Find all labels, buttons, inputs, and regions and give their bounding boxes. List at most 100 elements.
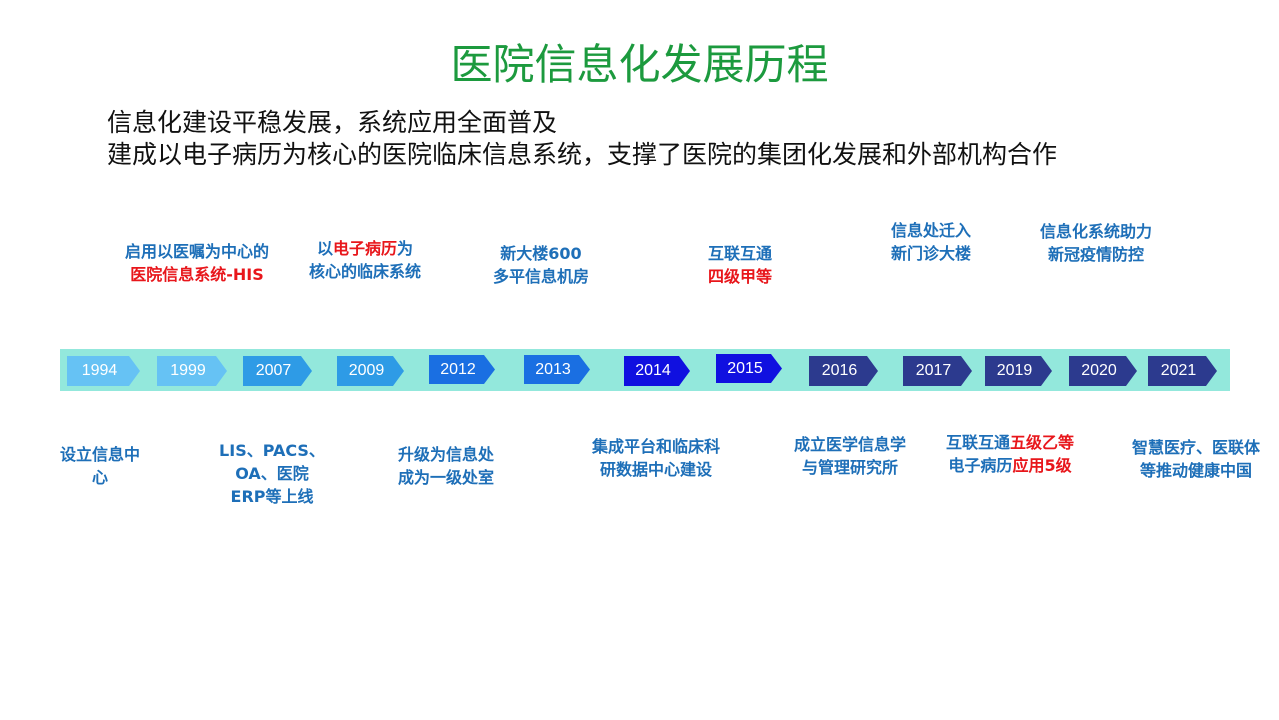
milestone-text: 研数据中心建设 <box>599 460 713 479</box>
year-chevron-2017: 2017 <box>903 356 972 386</box>
milestone-2016: 成立医学信息学 与管理研究所 <box>794 433 906 479</box>
milestone-line: 以电子病历为 <box>309 237 421 260</box>
year-chevron-1999: 1999 <box>157 356 227 386</box>
milestone-text: 为 <box>397 239 414 258</box>
milestone-text: 成立医学信息学 <box>793 435 907 454</box>
milestone-line: 与管理研究所 <box>794 456 906 479</box>
milestone-line: 等推动健康中国 <box>1132 459 1260 482</box>
milestone-line: 智慧医疗、医联体 <box>1132 436 1260 459</box>
year-label: 2020 <box>1081 362 1117 379</box>
year-chevron-2012: 2012 <box>429 355 495 384</box>
milestone-text: 设立信息中 <box>59 445 141 464</box>
milestone-line: 新冠疫情防控 <box>1040 243 1152 266</box>
milestone-text: 新门诊大楼 <box>890 244 972 263</box>
milestone-text: 多平信息机房 <box>492 267 590 286</box>
milestone-line: 升级为信息处 <box>398 443 494 466</box>
milestone-2019: 互联互通五级乙等 电子病历应用5级 <box>946 431 1074 477</box>
year-chevron-2021: 2021 <box>1148 356 1217 386</box>
subtitle-line: 建成以电子病历为核心的医院临床信息系统，支撑了医院的集团化发展和外部机构合作 <box>107 140 1058 169</box>
milestone-line: 多平信息机房 <box>493 265 589 288</box>
year-label: 1994 <box>81 362 118 379</box>
year-chevron-2019: 2019 <box>985 356 1052 386</box>
milestone-text: 核心的临床系统 <box>308 262 422 281</box>
milestone-line: 核心的临床系统 <box>309 260 421 283</box>
year-label: 2007 <box>255 362 292 379</box>
milestone-highlight-text: 电子病历 <box>332 239 398 258</box>
milestone-text: LIS、PACS、 <box>219 441 325 460</box>
year-label: 2019 <box>996 362 1033 379</box>
milestone-text: 新大楼600 <box>500 244 582 263</box>
milestone-line: 四级甲等 <box>708 265 772 288</box>
year-chevron-2020: 2020 <box>1069 356 1137 386</box>
milestone-2007: LIS、PACS、 OA、医院 ERP等上线 <box>219 439 325 508</box>
milestone-line: 信息处迁入 <box>891 219 971 242</box>
slide-subtitle: 信息化建设平稳发展，系统应用全面普及 建成以电子病历为核心的医院临床信息系统，支… <box>107 107 1057 171</box>
milestone-2009: 以电子病历为 核心的临床系统 <box>309 237 421 283</box>
milestone-line: 成立医学信息学 <box>794 433 906 456</box>
year-label: 2014 <box>635 362 671 379</box>
milestone-highlight-text: 四级甲等 <box>707 267 773 286</box>
milestone-line: 新大楼600 <box>493 242 589 265</box>
milestone-1994: 设立信息中 心 <box>60 443 140 489</box>
milestone-text: 电子病历 <box>948 456 1013 475</box>
milestone-2020: 信息化系统助力 新冠疫情防控 <box>1040 220 1152 266</box>
milestone-line: 启用以医嘱为中心的 <box>125 240 269 263</box>
milestone-highlight-text: 应用5级 <box>1012 456 1072 475</box>
milestone-line: 互联互通五级乙等 <box>946 431 1074 454</box>
milestone-text: 以 <box>316 239 333 258</box>
milestone-text: 等推动健康中国 <box>1139 461 1253 480</box>
milestone-text: 信息化系统助力 <box>1039 222 1153 241</box>
milestone-2015: 互联互通 四级甲等 <box>708 242 772 288</box>
year-chevron-2009: 2009 <box>337 356 404 386</box>
year-label: 2017 <box>915 362 952 379</box>
milestone-line: 新门诊大楼 <box>891 242 971 265</box>
year-chevron-2015: 2015 <box>716 354 782 383</box>
milestone-text: 升级为信息处 <box>397 445 495 464</box>
year-chevron-2014: 2014 <box>624 356 690 386</box>
milestone-1999: 启用以医嘱为中心的 医院信息系统-HIS <box>125 240 269 286</box>
milestone-line: 集成平台和临床科 <box>592 435 720 458</box>
year-chevron-2013: 2013 <box>524 355 590 384</box>
milestone-line: LIS、PACS、 <box>219 439 325 462</box>
milestone-line: 互联互通 <box>708 242 772 265</box>
milestone-highlight-text: 五级乙等 <box>1010 433 1075 452</box>
milestone-text: 启用以医嘱为中心的 <box>124 242 270 261</box>
milestone-line: 心 <box>60 466 140 489</box>
milestone-2014: 集成平台和临床科 研数据中心建设 <box>592 435 720 481</box>
milestone-line: OA、医院 <box>219 462 325 485</box>
year-label: 2013 <box>535 360 571 378</box>
year-label: 2009 <box>348 362 385 379</box>
year-label: 1999 <box>170 362 206 379</box>
milestone-text: 互联互通 <box>707 244 773 263</box>
milestone-line: ERP等上线 <box>219 485 325 508</box>
year-label: 2016 <box>821 362 858 379</box>
milestone-line: 研数据中心建设 <box>592 458 720 481</box>
year-chevron-1994: 1994 <box>67 356 140 386</box>
milestone-2013: 新大楼600 多平信息机房 <box>493 242 589 288</box>
subtitle-line: 信息化建设平稳发展，系统应用全面普及 <box>107 108 558 137</box>
milestone-text: 互联互通 <box>945 433 1010 452</box>
milestone-line: 电子病历应用5级 <box>946 454 1074 477</box>
milestone-text: 智慧医疗、医联体 <box>1131 438 1261 457</box>
year-label: 2012 <box>440 360 476 378</box>
milestone-line: 医院信息系统-HIS <box>125 263 269 286</box>
milestone-2017: 信息处迁入 新门诊大楼 <box>891 219 971 265</box>
milestone-text: OA、医院 <box>235 464 309 483</box>
milestone-line: 成为一级处室 <box>398 466 494 489</box>
milestone-2021: 智慧医疗、医联体 等推动健康中国 <box>1132 436 1260 482</box>
year-chevron-2016: 2016 <box>809 356 878 386</box>
milestone-line: 设立信息中 <box>60 443 140 466</box>
milestone-line: 信息化系统助力 <box>1040 220 1152 243</box>
milestone-2012: 升级为信息处 成为一级处室 <box>398 443 494 489</box>
milestone-text: 信息处迁入 <box>890 221 972 240</box>
milestone-text: 心 <box>91 468 109 487</box>
milestone-text: 新冠疫情防控 <box>1047 245 1145 264</box>
year-chevron-2007: 2007 <box>243 356 312 386</box>
milestone-text: 与管理研究所 <box>801 458 899 477</box>
year-label: 2021 <box>1160 362 1197 379</box>
milestone-highlight-text: 医院信息系统-HIS <box>130 265 264 284</box>
slide-title: 医院信息化发展历程 <box>450 40 829 89</box>
year-label: 2015 <box>727 359 763 377</box>
milestone-text: 成为一级处室 <box>397 468 495 487</box>
milestone-text: ERP等上线 <box>230 487 314 506</box>
